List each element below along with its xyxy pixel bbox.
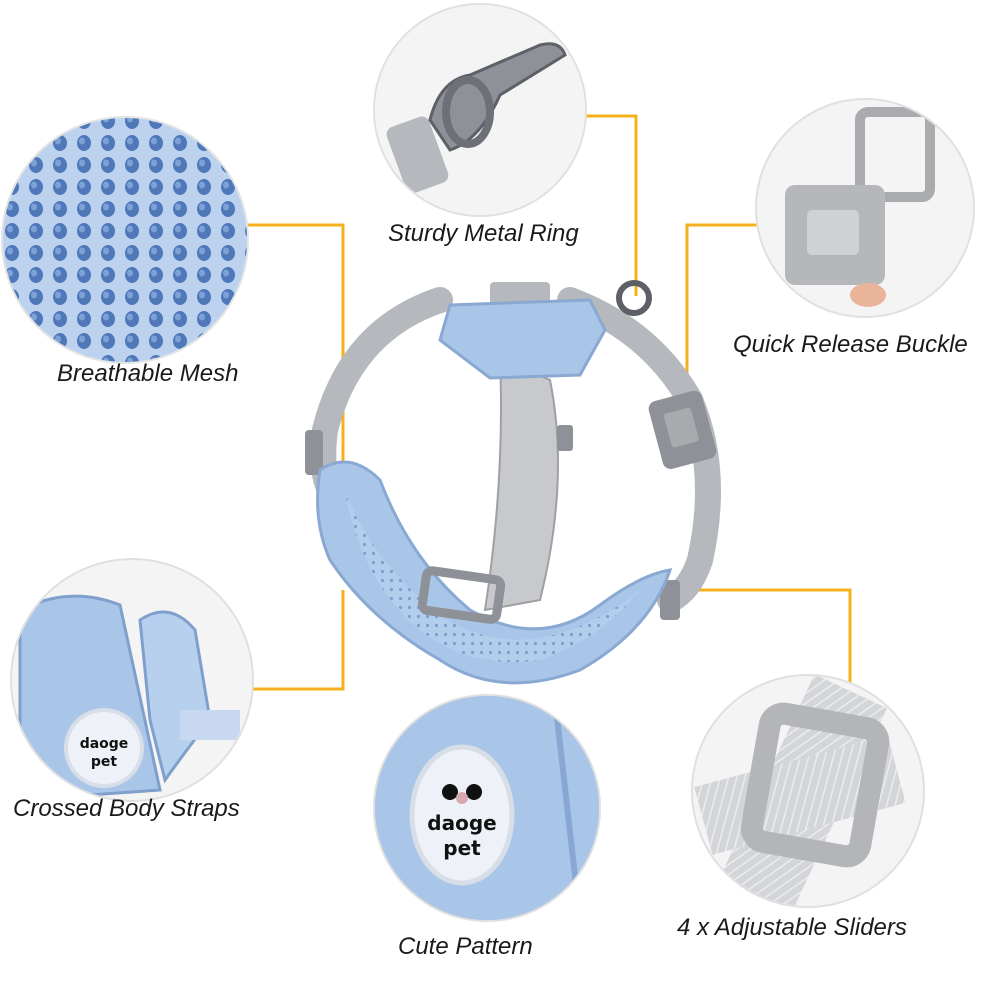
feature-label-metal-ring: Sturdy Metal Ring (388, 220, 579, 247)
logo-large-line2: pet (443, 836, 481, 860)
metal-ring-icon (616, 280, 652, 316)
slider-detail (691, 674, 925, 908)
logo-text-line1: daoge (80, 736, 129, 752)
top-pad (438, 298, 607, 380)
dog-face-icon (442, 784, 482, 804)
feature-label-pattern: Cute Pattern (398, 933, 533, 960)
mesh-detail (1, 116, 249, 364)
right-slider-icon (660, 580, 680, 620)
metal-clip-icon (428, 42, 567, 152)
center-slider-icon (417, 566, 506, 624)
logo-text-line2: pet (91, 754, 118, 770)
ring-detail (373, 3, 587, 217)
leader-line-buckle (685, 223, 784, 405)
buckle-male-icon (855, 107, 935, 202)
straps-detail: daoge pet (10, 558, 254, 802)
logo-badge (64, 708, 144, 788)
logo-badge-large (409, 744, 515, 886)
slider-icon (740, 702, 890, 868)
strap-segment (386, 116, 449, 194)
logo-large-line1: daoge (427, 811, 496, 835)
feature-label-straps: Crossed Body Straps (13, 795, 240, 822)
feature-label-mesh: Breathable Mesh (57, 360, 239, 387)
feature-label-buckle: Quick Release Buckle (733, 331, 968, 358)
buckle-detail (755, 98, 975, 318)
harness (305, 280, 721, 685)
left-slider-icon (305, 430, 323, 475)
center-strap (483, 358, 559, 612)
feature-label-sliders: 4 x Adjustable Sliders (677, 914, 907, 941)
cute-detail: daoge pet (373, 694, 601, 922)
leader-line-straps (237, 590, 345, 691)
